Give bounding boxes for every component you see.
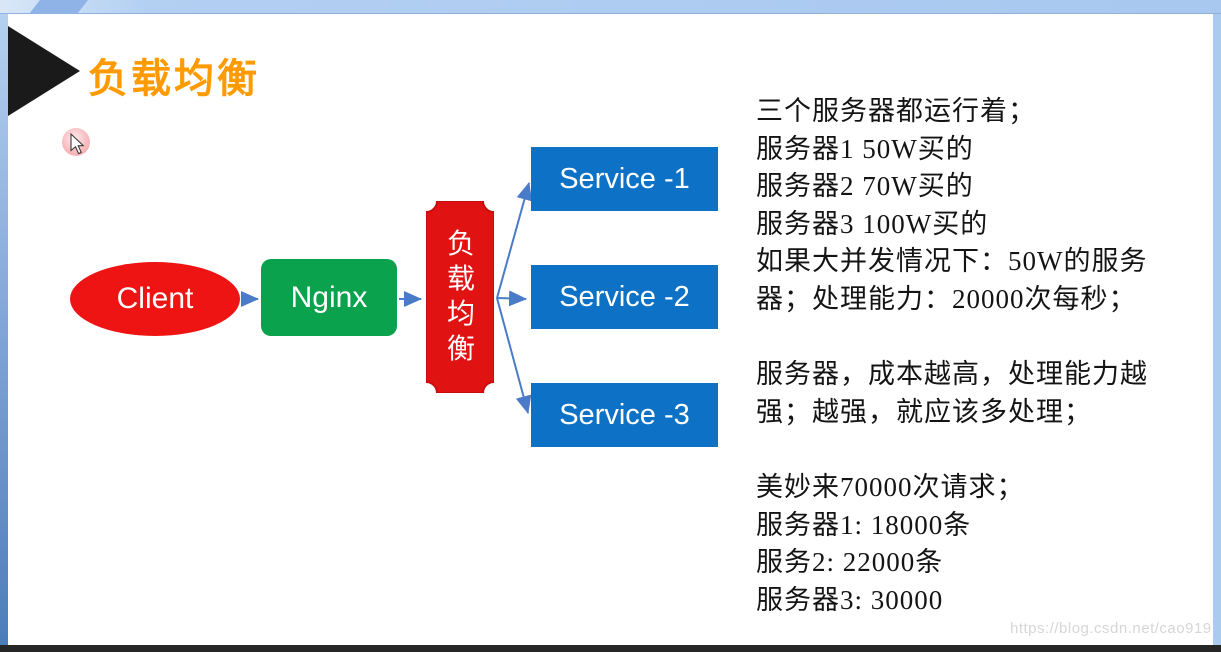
nginx-label: Nginx <box>290 280 368 314</box>
notes-line: 服务器1: 18000条 <box>756 509 972 540</box>
service-2-label: Service -2 <box>559 280 690 313</box>
client-label: Client <box>116 282 194 315</box>
notes-block: 三个服务器都运行着； 服务器1 50W买的 服务器2 70W买的 服务器3 10… <box>756 93 1212 619</box>
notes-line: 服务器3 100W买的 <box>756 208 989 239</box>
notes-line: 服务器，成本越高，处理能力越 <box>756 359 1148 390</box>
service-3-node: Service -3 <box>531 383 718 447</box>
balancer-label: 负载均衡 <box>446 228 475 364</box>
title-arrow-icon <box>8 26 80 116</box>
balancer-plaque-shape <box>426 201 494 393</box>
service-2-node: Service -2 <box>531 265 718 329</box>
notes-line: 器；处理能力：20000次每秒； <box>756 283 1137 314</box>
page-title: 负载均衡 <box>88 57 260 101</box>
bottom-bar <box>0 645 1221 652</box>
notes-line: 如果大并发情况下：50W的服务 <box>756 246 1148 277</box>
notes-line <box>756 431 1212 469</box>
notes-line: 强；越强，就应该多处理； <box>756 396 1092 427</box>
service-3-label: Service -3 <box>559 398 690 431</box>
left-edge-strip <box>0 14 8 645</box>
arrow-balancer-service3 <box>496 297 532 414</box>
service-1-node: Service -1 <box>531 147 718 211</box>
notes-line: 服务器3: 30000 <box>756 584 944 615</box>
mouse-cursor-icon <box>70 133 85 155</box>
notes-line <box>756 319 1212 357</box>
notes-line: 三个服务器都运行着； <box>756 96 1036 126</box>
notes-line: 服务器1 50W买的 <box>756 133 974 164</box>
nginx-node: Nginx <box>261 259 397 336</box>
arrow-balancer-service2 <box>496 290 527 307</box>
watermark: https://blog.csdn.net/cao919 <box>1010 620 1212 637</box>
notes-line: 服务器2 70W买的 <box>756 171 974 202</box>
notes-line: 服务2: 22000条 <box>756 547 944 578</box>
band-diagonal-accent <box>29 0 88 14</box>
top-band <box>0 0 1221 14</box>
client-node: Client <box>70 262 240 336</box>
notes-line: 美妙来70000次请求； <box>756 471 1025 502</box>
right-edge-strip <box>1213 14 1221 645</box>
arrow-balancer-service1 <box>496 182 533 299</box>
service-1-label: Service -1 <box>559 162 690 195</box>
